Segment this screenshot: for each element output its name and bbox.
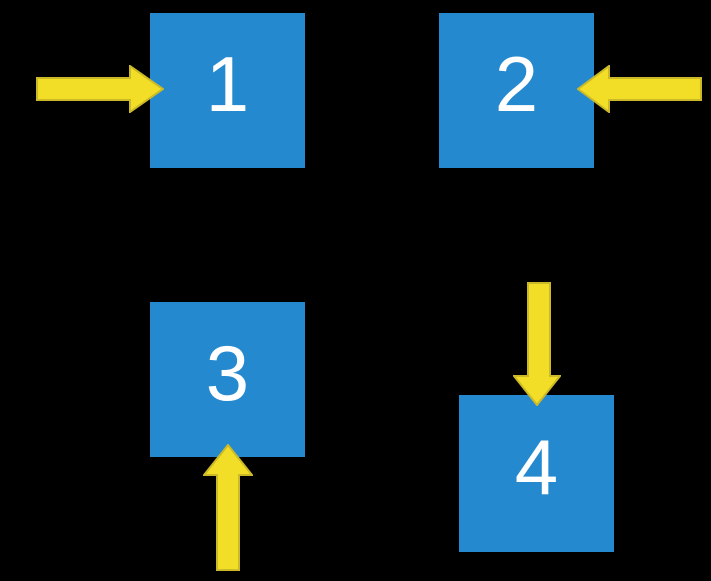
arrow-right-icon [36, 65, 164, 113]
square-1: 1 [150, 13, 305, 168]
square-2-label: 2 [494, 39, 539, 128]
arrow-down-icon [513, 282, 561, 406]
arrow-up-icon [203, 444, 253, 571]
arrow-left-icon [577, 65, 702, 113]
square-3: 3 [150, 302, 305, 457]
square-2: 2 [439, 13, 594, 168]
square-4: 4 [459, 395, 614, 552]
square-1-label: 1 [205, 39, 250, 128]
square-3-label: 3 [205, 328, 250, 417]
square-4-label: 4 [514, 422, 559, 511]
